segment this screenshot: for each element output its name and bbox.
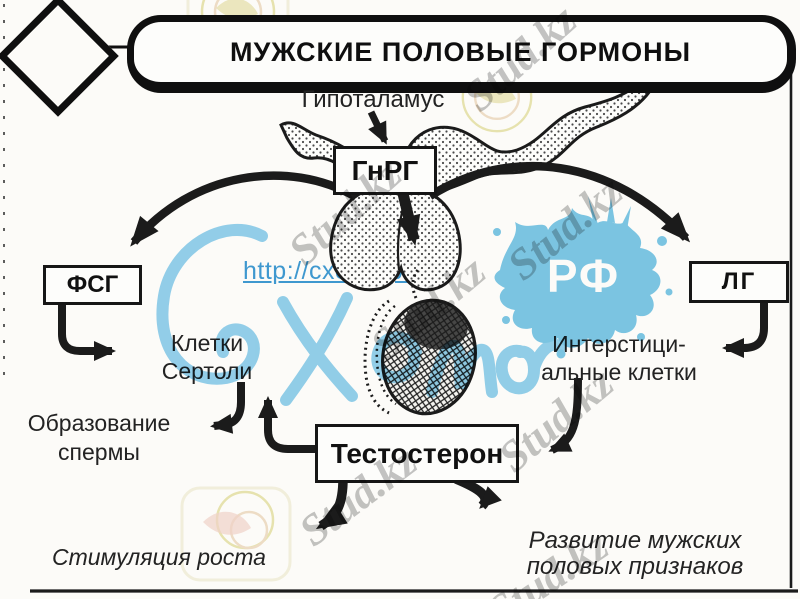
studkz-watermark: Stud.kz bbox=[498, 166, 632, 290]
arrow-testosterone-to-traits bbox=[454, 474, 502, 510]
arrow-sertoli-to-sperm bbox=[210, 382, 245, 434]
splash-dot bbox=[493, 228, 501, 236]
arrow-lh-to-interstitial bbox=[722, 300, 768, 358]
arrow-pituitary-to-lh bbox=[427, 161, 691, 243]
rf-watermark-text: РФ bbox=[546, 250, 621, 302]
script-letter bbox=[280, 292, 353, 406]
fsh-box: ФСГ bbox=[43, 265, 142, 305]
page-title: МУЖСКИЕ ПОЛОВЫЕ ГОРМОНЫ bbox=[127, 15, 796, 93]
lh-box: ЛГ bbox=[689, 261, 789, 303]
sperm-line2: спермы bbox=[58, 439, 140, 465]
flowchart-diamond-icon bbox=[0, 0, 119, 117]
epididymis-inner-outline bbox=[375, 304, 397, 406]
splash-dot bbox=[657, 236, 667, 246]
growth-stimulation-label: Стимуляция роста bbox=[52, 544, 266, 570]
arrow-hypothalamus-to-gnrh bbox=[367, 110, 389, 145]
interstitial-cells-label: Интерстици- альные клетки bbox=[526, 331, 712, 386]
bird-shape bbox=[203, 511, 251, 535]
traits-line2: половых признаков bbox=[526, 552, 744, 580]
sperm-formation-label: Образование спермы bbox=[15, 409, 183, 467]
script-letter bbox=[426, 340, 498, 398]
splash-blob bbox=[494, 208, 661, 348]
interstitial-line1: Интерстици- bbox=[552, 331, 686, 357]
arrow-testosterone-to-sertoli bbox=[258, 396, 316, 453]
sertoli-line2: Сертоли bbox=[161, 357, 253, 384]
splash-spike bbox=[588, 196, 598, 226]
gnrh-box: ГнРГ bbox=[333, 146, 437, 195]
sperm-line1: Образование bbox=[27, 410, 171, 436]
testosterone-box: Тестостерон bbox=[315, 424, 519, 483]
male-traits-label: Развитие мужских половых признаков bbox=[510, 528, 760, 579]
hypothalamus-label: Гипоталамус bbox=[301, 86, 445, 113]
logo-ring bbox=[215, 490, 275, 550]
sertoli-cells-label: Клетки Сертоли bbox=[142, 330, 272, 385]
testis-dark-shading bbox=[404, 300, 468, 350]
logo-ring bbox=[229, 510, 269, 550]
watermark-url: http://схемо.рф bbox=[243, 257, 425, 285]
arrow-interstitial-to-testosterone bbox=[548, 377, 582, 454]
arrow-pituitary-to-fsh bbox=[130, 171, 359, 247]
testis-drawing bbox=[381, 298, 477, 416]
script-letter bbox=[371, 331, 422, 384]
sertoli-line1: Клетки bbox=[170, 330, 244, 356]
splash-spike bbox=[607, 198, 615, 223]
splash-dot bbox=[502, 316, 510, 324]
traits-line1: Развитие мужских bbox=[528, 527, 742, 554]
arrow-fsh-to-sertoli bbox=[58, 303, 116, 361]
splash-dot bbox=[665, 288, 673, 296]
splash-spike bbox=[620, 206, 631, 230]
arrow-testosterone-to-growth bbox=[315, 478, 348, 531]
interstitial-line2: альные клетки bbox=[541, 358, 697, 385]
epididymis-outline bbox=[363, 299, 390, 415]
script-letter bbox=[277, 296, 358, 402]
